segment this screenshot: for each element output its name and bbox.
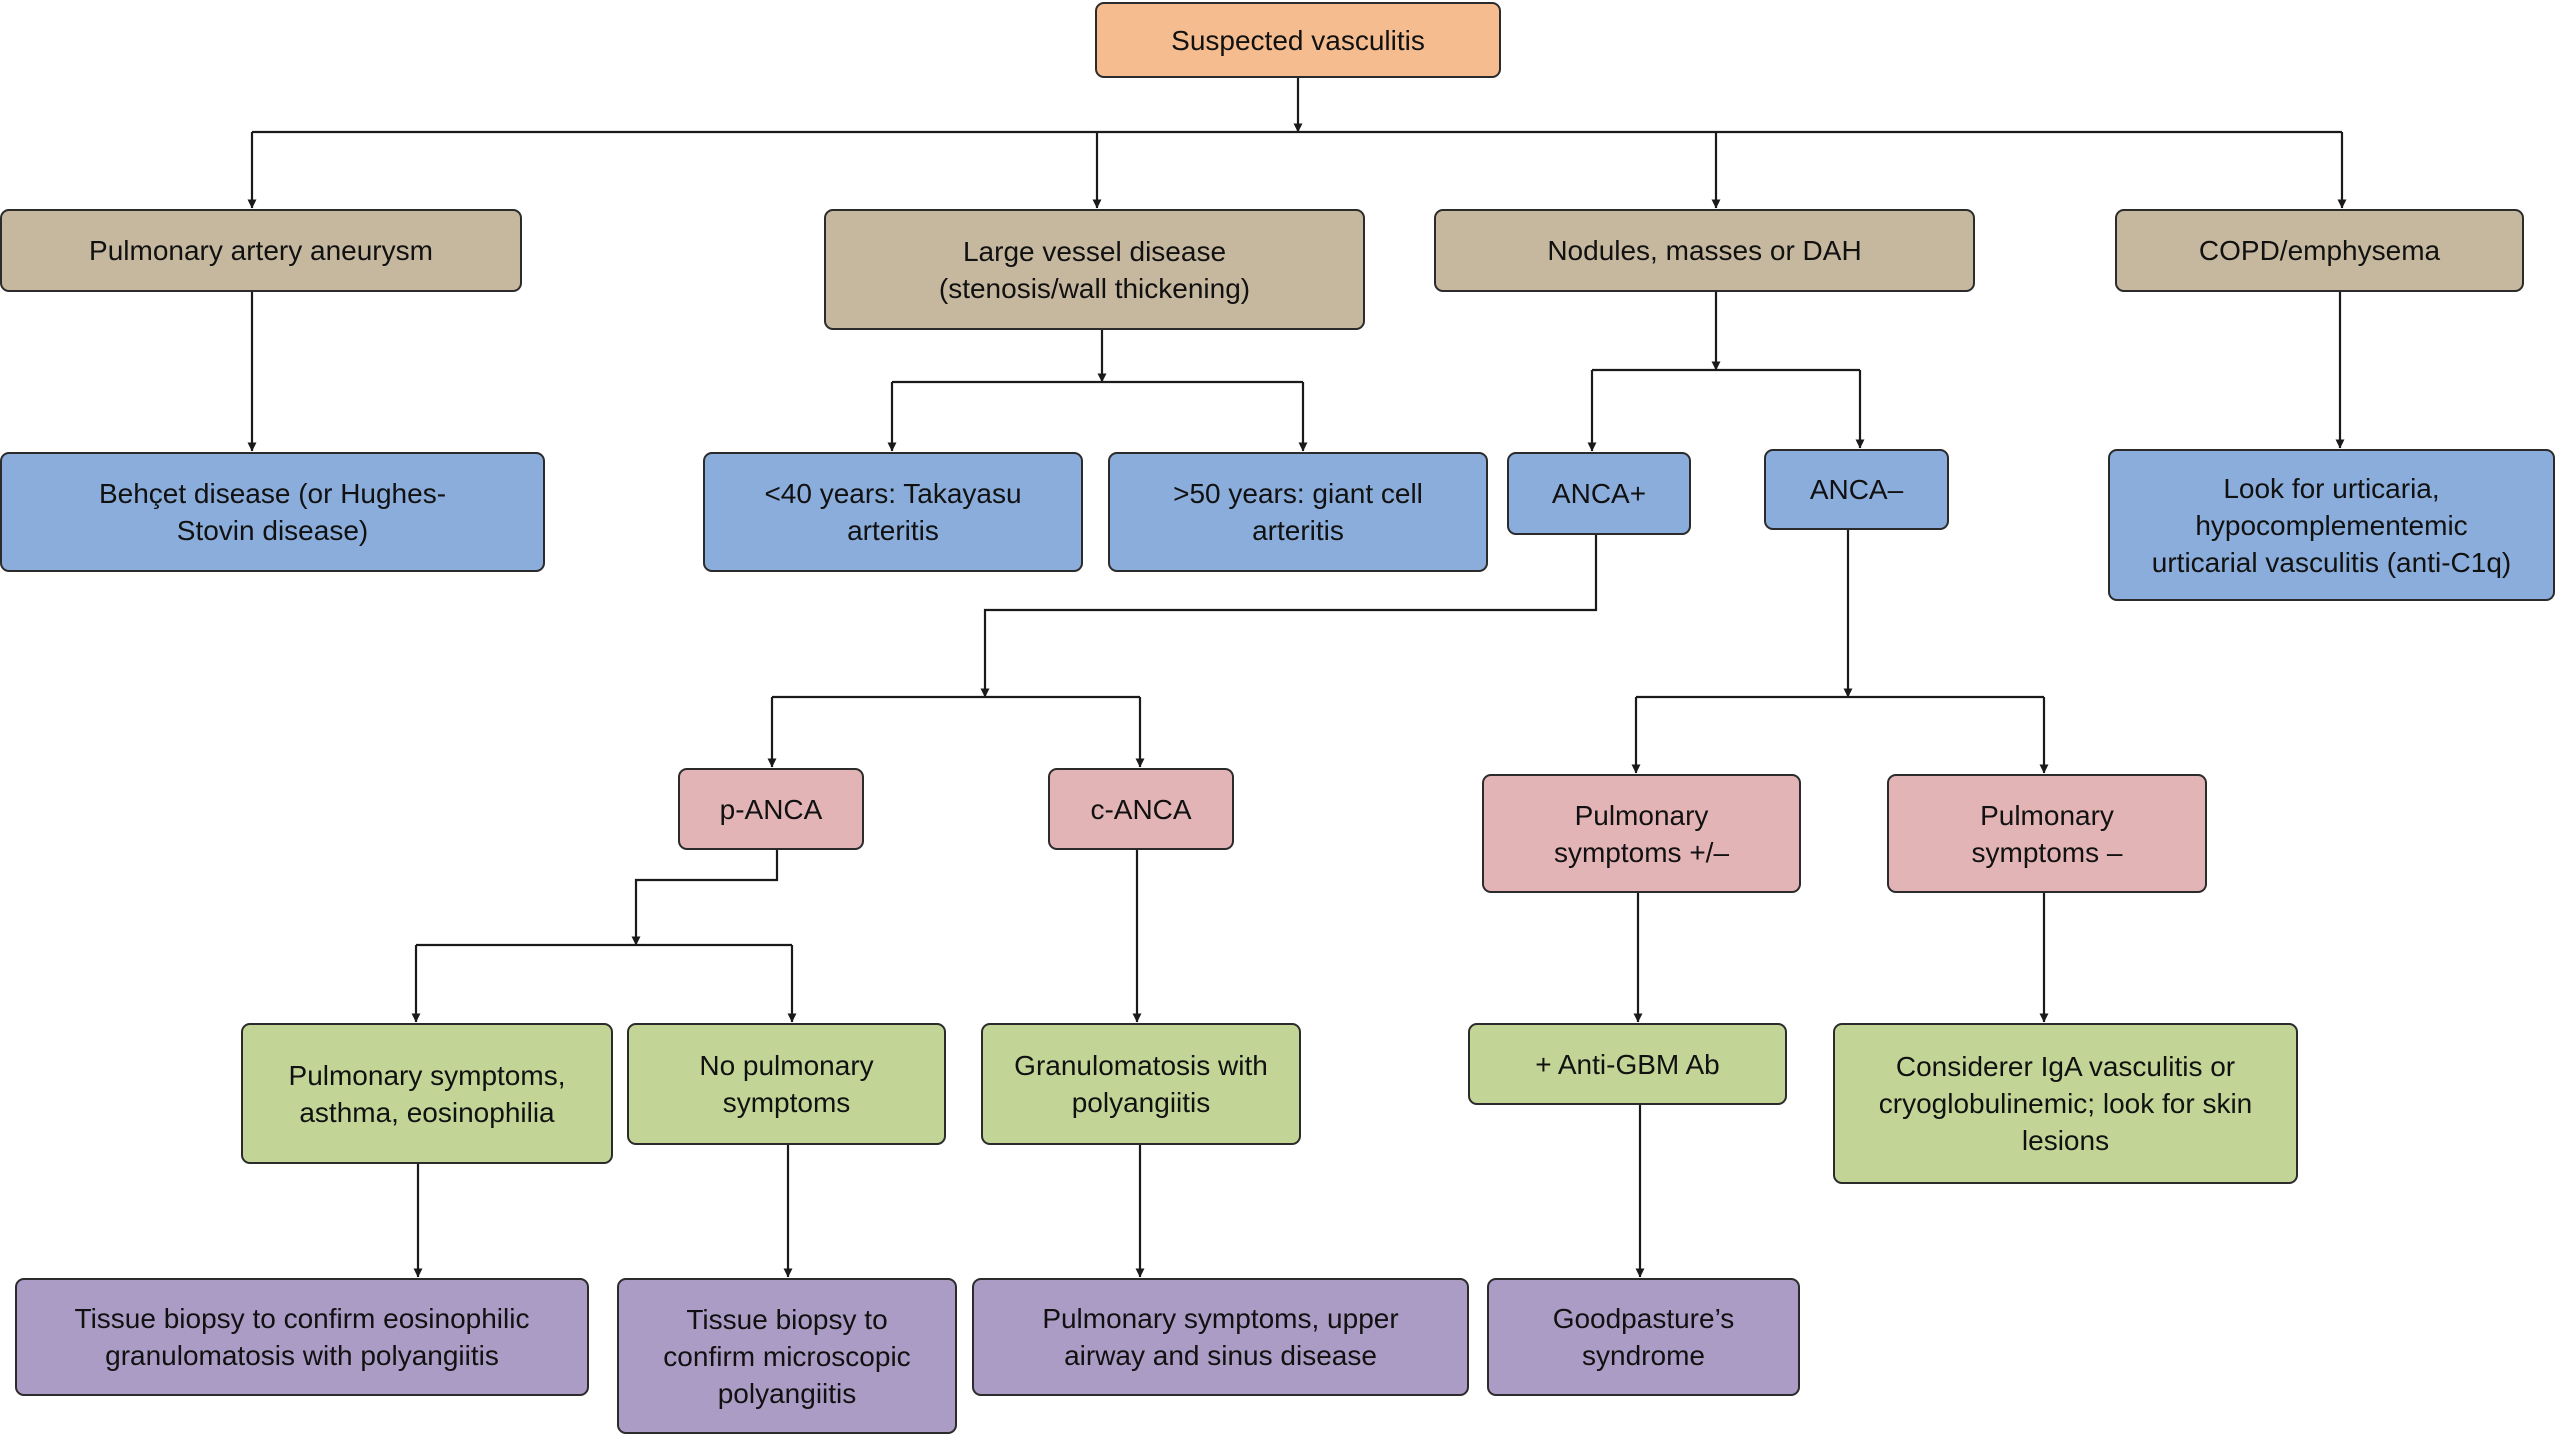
node-pulmonary-symptoms-minus: Pulmonary symptoms – [1887,774,2207,893]
node-large-vessel-disease: Large vessel disease (stenosis/wall thic… [824,209,1365,330]
node-anca-positive: ANCA+ [1507,452,1691,535]
connector-p-anca-path [631,850,779,946]
node-iga-vasculitis: Considerer IgA vasculitis or cryoglobuli… [1833,1023,2298,1184]
node-copd-emphysema: COPD/emphysema [2115,209,2524,292]
node-takayasu-arteritis: <40 years: Takayasu arteritis [703,452,1083,572]
node-p-anca: p-ANCA [678,768,864,850]
node-granulomatosis-polyangiitis: Granulomatosis with polyangiitis [981,1023,1301,1145]
node-no-pulmonary-symptoms: No pulmonary symptoms [627,1023,946,1145]
node-giant-cell-arteritis: >50 years: giant cell arteritis [1108,452,1488,572]
node-c-anca: c-ANCA [1048,768,1234,850]
connector-anca-pos-path [980,535,1598,698]
node-behcet-disease: Behçet disease (or Hughes-Stovin disease… [0,452,545,572]
node-nodules-masses-dah: Nodules, masses or DAH [1434,209,1975,292]
node-anca-negative: ANCA– [1764,449,1949,530]
node-suspected-vasculitis: Suspected vasculitis [1095,2,1501,78]
node-goodpasture-syndrome: Goodpasture’s syndrome [1487,1278,1800,1396]
node-upper-airway-sinus: Pulmonary symptoms, upper airway and sin… [972,1278,1469,1396]
node-biopsy-egpa: Tissue biopsy to confirm eosinophilic gr… [15,1278,589,1396]
node-pulmonary-artery-aneurysm: Pulmonary artery aneurysm [0,209,522,292]
node-anti-gbm-ab: + Anti-GBM Ab [1468,1023,1787,1105]
node-biopsy-mpa: Tissue biopsy to confirm microscopic pol… [617,1278,957,1434]
node-pulmonary-symptoms-asthma: Pulmonary symptoms, asthma, eosinophilia [241,1023,613,1164]
node-pulmonary-symptoms-plus-minus: Pulmonary symptoms +/– [1482,774,1801,893]
node-urticaria: Look for urticaria, hypocomplementemic u… [2108,449,2555,601]
